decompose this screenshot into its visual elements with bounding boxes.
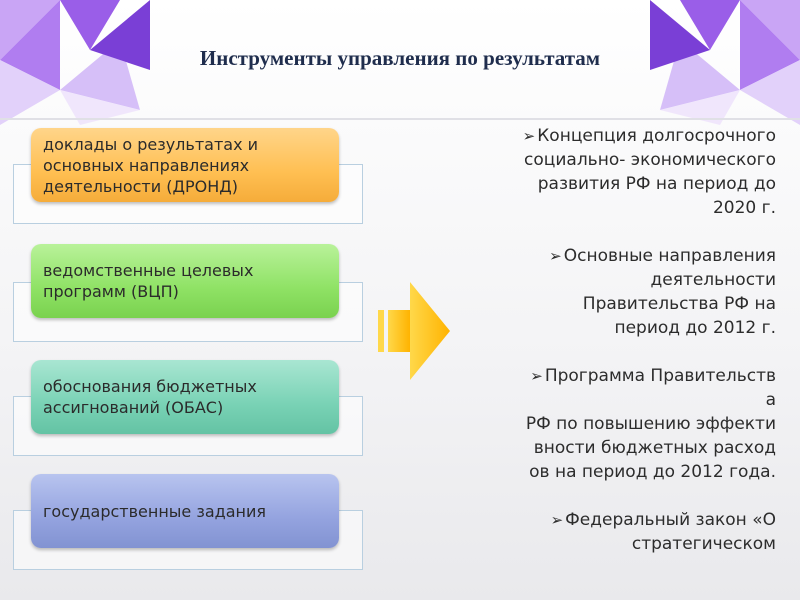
document-text: Основные направления деятельности Правит…: [563, 246, 776, 338]
decor-triangles-left: [0, 0, 150, 125]
arrow-bullet-icon: ➢: [530, 367, 543, 385]
title-divider: [0, 118, 800, 120]
document-text: Концепция долгосрочного социально- эконо…: [524, 126, 776, 218]
document-item: ➢Федеральный закон «О стратегическом: [440, 508, 776, 556]
instrument-label: государственные задания: [43, 501, 267, 521]
document-item: ➢Основные направления деятельности Прави…: [440, 244, 776, 340]
decor-triangles-right: [650, 0, 800, 125]
instrument-pill-obas: обоснования бюджетных ассигнований (ОБАС…: [31, 360, 339, 434]
instrument-label: обоснования бюджетных ассигнований (ОБАС…: [43, 377, 257, 417]
right-arrow-icon: [378, 282, 450, 384]
instrument-label: доклады о результатах и основных направл…: [43, 134, 259, 196]
arrow-bullet-icon: ➢: [550, 511, 564, 529]
document-item: ➢Концепция долгосрочного социально- экон…: [440, 124, 776, 220]
documents-list: ➢Концепция долгосрочного социально- экон…: [440, 124, 776, 580]
document-text: Программа Правительств а РФ по повышению…: [525, 366, 776, 482]
instrument-pill-vcp: ведомственные целевых программ (ВЦП): [31, 244, 339, 318]
instrument-pill-state-tasks: государственные задания: [31, 474, 339, 548]
document-text: Федеральный закон «О стратегическом: [565, 510, 776, 554]
instrument-label: ведомственные целевых программ (ВЦП): [43, 261, 254, 301]
slide-title: Инструменты управления по результатам: [199, 46, 601, 70]
arrow-bullet-icon: ➢: [549, 247, 562, 265]
document-item: ➢Программа Правительств а РФ по повышени…: [440, 364, 776, 484]
arrow-bullet-icon: ➢: [522, 127, 536, 145]
instrument-pill-drond: доклады о результатах и основных направл…: [31, 128, 339, 202]
